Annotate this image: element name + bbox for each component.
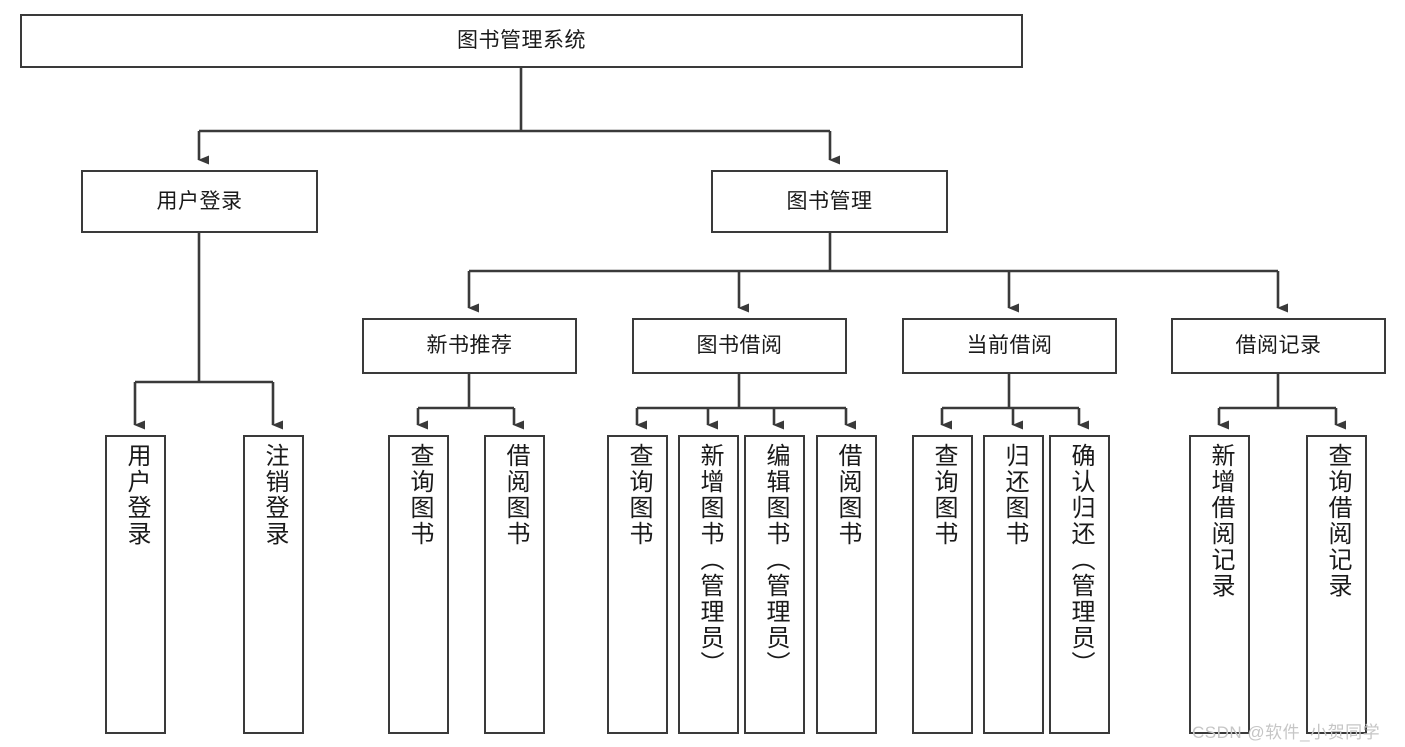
- node-leaf-query-book-3-label: 查询图书: [929, 443, 957, 547]
- node-leaf-logout[interactable]: 注销登录: [243, 435, 304, 734]
- node-new-book-recommend-label: 新书推荐: [426, 334, 513, 358]
- node-user-login[interactable]: 用户登录: [81, 170, 318, 233]
- node-leaf-confirm-return[interactable]: 确认归还（管理员）: [1049, 435, 1110, 734]
- connectors-currentborrow-to-leaves: [940, 374, 1089, 430]
- node-new-book-recommend[interactable]: 新书推荐: [362, 318, 577, 374]
- connectors-newbook-to-leaves: [416, 374, 524, 430]
- node-leaf-query-book-1[interactable]: 查询图书: [388, 435, 449, 734]
- node-leaf-query-record-label: 查询借阅记录: [1323, 443, 1351, 599]
- connectors-bookmanage-to-level3: [467, 233, 1288, 313]
- connectors-bookborrow-to-leaves: [635, 374, 856, 430]
- node-leaf-add-record-label: 新增借阅记录: [1206, 443, 1234, 599]
- connectors-borrowrecord-to-leaves: [1217, 374, 1346, 430]
- node-book-borrow[interactable]: 图书借阅: [632, 318, 847, 374]
- node-leaf-add-book[interactable]: 新增图书（管理员）: [678, 435, 739, 734]
- node-book-manage[interactable]: 图书管理: [711, 170, 948, 233]
- node-leaf-query-record[interactable]: 查询借阅记录: [1306, 435, 1367, 734]
- node-leaf-query-book-3[interactable]: 查询图书: [912, 435, 973, 734]
- node-leaf-user-login-label: 用户登录: [122, 443, 150, 547]
- node-leaf-query-book-1-label: 查询图书: [405, 443, 433, 547]
- node-root-label: 图书管理系统: [457, 29, 586, 53]
- node-leaf-add-book-label: 新增图书（管理员）: [695, 443, 723, 677]
- connectors-root-to-level2: [197, 68, 840, 165]
- node-leaf-add-record[interactable]: 新增借阅记录: [1189, 435, 1250, 734]
- connectors-userlogin-to-leaves: [133, 233, 283, 430]
- node-leaf-return-book[interactable]: 归还图书: [983, 435, 1044, 734]
- node-leaf-logout-label: 注销登录: [260, 443, 288, 547]
- node-borrow-record-label: 借阅记录: [1235, 334, 1322, 358]
- node-user-login-label: 用户登录: [156, 189, 243, 213]
- node-leaf-borrow-book-2-label: 借阅图书: [833, 443, 861, 547]
- node-leaf-borrow-book-1-label: 借阅图书: [501, 443, 529, 547]
- node-book-manage-label: 图书管理: [786, 189, 873, 213]
- node-leaf-borrow-book-2[interactable]: 借阅图书: [816, 435, 877, 734]
- node-book-borrow-label: 图书借阅: [696, 334, 783, 358]
- node-leaf-user-login[interactable]: 用户登录: [105, 435, 166, 734]
- node-leaf-borrow-book-1[interactable]: 借阅图书: [484, 435, 545, 734]
- node-leaf-query-book-2[interactable]: 查询图书: [607, 435, 668, 734]
- node-borrow-record[interactable]: 借阅记录: [1171, 318, 1386, 374]
- node-leaf-confirm-return-label: 确认归还（管理员）: [1066, 443, 1094, 677]
- node-root[interactable]: 图书管理系统: [20, 14, 1023, 68]
- node-leaf-query-book-2-label: 查询图书: [624, 443, 652, 547]
- node-leaf-edit-book-label: 编辑图书（管理员）: [761, 443, 789, 677]
- node-current-borrow-label: 当前借阅: [966, 334, 1053, 358]
- node-leaf-return-book-label: 归还图书: [1000, 443, 1028, 547]
- node-current-borrow[interactable]: 当前借阅: [902, 318, 1117, 374]
- node-leaf-edit-book[interactable]: 编辑图书（管理员）: [744, 435, 805, 734]
